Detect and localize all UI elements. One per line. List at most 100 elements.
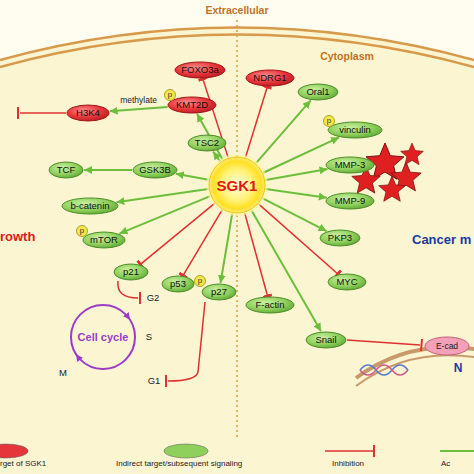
target-ellipse: NDRG1 [245, 69, 295, 87]
e-cadherin-shape [425, 337, 469, 355]
signal-ellipse: TSC2 [187, 134, 227, 152]
phase-label: G2 [147, 293, 160, 303]
hub-glow [206, 154, 268, 216]
inhibition-bar [17, 107, 19, 119]
node-shape [202, 284, 236, 300]
node-shape [320, 230, 360, 246]
dna-helix [360, 365, 408, 375]
cycle-arrow [126, 314, 128, 317]
node-text: NDRG1 [253, 73, 286, 83]
signal-ellipse: GSK3B [132, 161, 178, 179]
node-text: KMT2D [176, 100, 208, 110]
activation-connector [263, 198, 327, 231]
divider-line [236, 20, 238, 440]
node-shape [133, 162, 177, 178]
node-text: Snail [315, 335, 336, 345]
node-shape [328, 122, 382, 138]
activation-connector [119, 196, 210, 234]
edge-label: methylate [120, 96, 157, 105]
inhibition-connector [140, 203, 214, 264]
signal-ellipse: TCF [48, 161, 84, 179]
signal-ellipse: Oral1 [297, 83, 339, 101]
node-shape [162, 276, 194, 292]
target-ellipse: H3K4 [66, 104, 110, 122]
node-text: SGK1 [217, 178, 258, 193]
cell-cycle-ring [71, 305, 135, 369]
node-text: p27 [211, 287, 227, 297]
node-text: p53 [170, 279, 186, 289]
node-shape [306, 332, 346, 348]
legend-text: rget of SGK1 [0, 460, 46, 468]
signal-ellipse: F-actin [245, 296, 295, 314]
activation-connector [266, 189, 327, 198]
node-text: vinculin [339, 125, 371, 135]
node-text: MMP-9 [335, 196, 366, 206]
legend-text: Indirect target/subsequent signaling [116, 460, 242, 468]
inhibition-connector [245, 213, 268, 296]
phase-label: S [146, 332, 152, 342]
activation-connector [251, 210, 321, 331]
phospho-circle [165, 90, 176, 101]
region-label: Extracellular [205, 5, 268, 16]
node-text: TSC2 [195, 138, 219, 148]
inhibition-connector [246, 87, 268, 157]
node-shape [188, 135, 226, 151]
phase-label: M [59, 368, 67, 378]
node-shape [67, 105, 109, 121]
dna-helix [360, 365, 408, 375]
signal-ellipse: p27 [201, 283, 237, 301]
node-shape [49, 162, 83, 178]
node-text: MYC [336, 277, 357, 287]
target-ellipse: FOXO3a [174, 61, 226, 79]
node-shape [246, 297, 294, 313]
node-text: MMP-3 [335, 160, 366, 170]
node-shape [168, 97, 216, 113]
node-shape [83, 232, 125, 248]
activation-connector [176, 174, 209, 180]
phase-label: G1 [148, 376, 161, 386]
signal-ellipse: b-catenin [61, 197, 119, 215]
activation-connector [266, 169, 328, 180]
inhibition-bar [421, 339, 422, 351]
outcome-label: rowth [0, 230, 35, 243]
legend-line [440, 450, 474, 452]
signal-ellipse: PKP3 [319, 229, 361, 247]
cancer-cell [379, 176, 406, 201]
signal-ellipse: MMP-3 [325, 156, 375, 174]
node-text: TCF [57, 165, 75, 175]
node-shape [175, 62, 225, 78]
inhibition-line [118, 281, 138, 298]
legend-swatch [0, 444, 28, 458]
legend-swatch [164, 444, 208, 458]
activation-connector [116, 189, 208, 202]
legend-text: Inhibition [332, 460, 364, 468]
region-label: Cytoplasm [320, 51, 374, 62]
inhibition-bar [139, 292, 141, 304]
node-shape [326, 193, 374, 209]
node-text: PKP3 [328, 233, 352, 243]
node-text: p21 [123, 267, 139, 277]
legend-bar [373, 445, 375, 457]
phospho-circle [77, 226, 88, 237]
legend-text: Ac [441, 460, 450, 468]
node-text: FOXO3a [181, 65, 219, 75]
activation-connector [84, 169, 132, 171]
phospho-mark: p [198, 277, 202, 285]
cycle-label: Cell cycle [78, 332, 129, 343]
signal-ellipse: Snail [305, 331, 347, 349]
node-shape [328, 274, 366, 290]
activation-connector [110, 107, 168, 111]
signal-ellipse: vinculin [327, 121, 383, 139]
phospho-circle [324, 116, 335, 127]
nuclear-membrane [356, 355, 474, 386]
cancer-cell [401, 143, 424, 165]
node-text: b-catenin [70, 201, 109, 211]
inhibition-bar [165, 375, 167, 387]
cycle-arrow [78, 357, 80, 360]
